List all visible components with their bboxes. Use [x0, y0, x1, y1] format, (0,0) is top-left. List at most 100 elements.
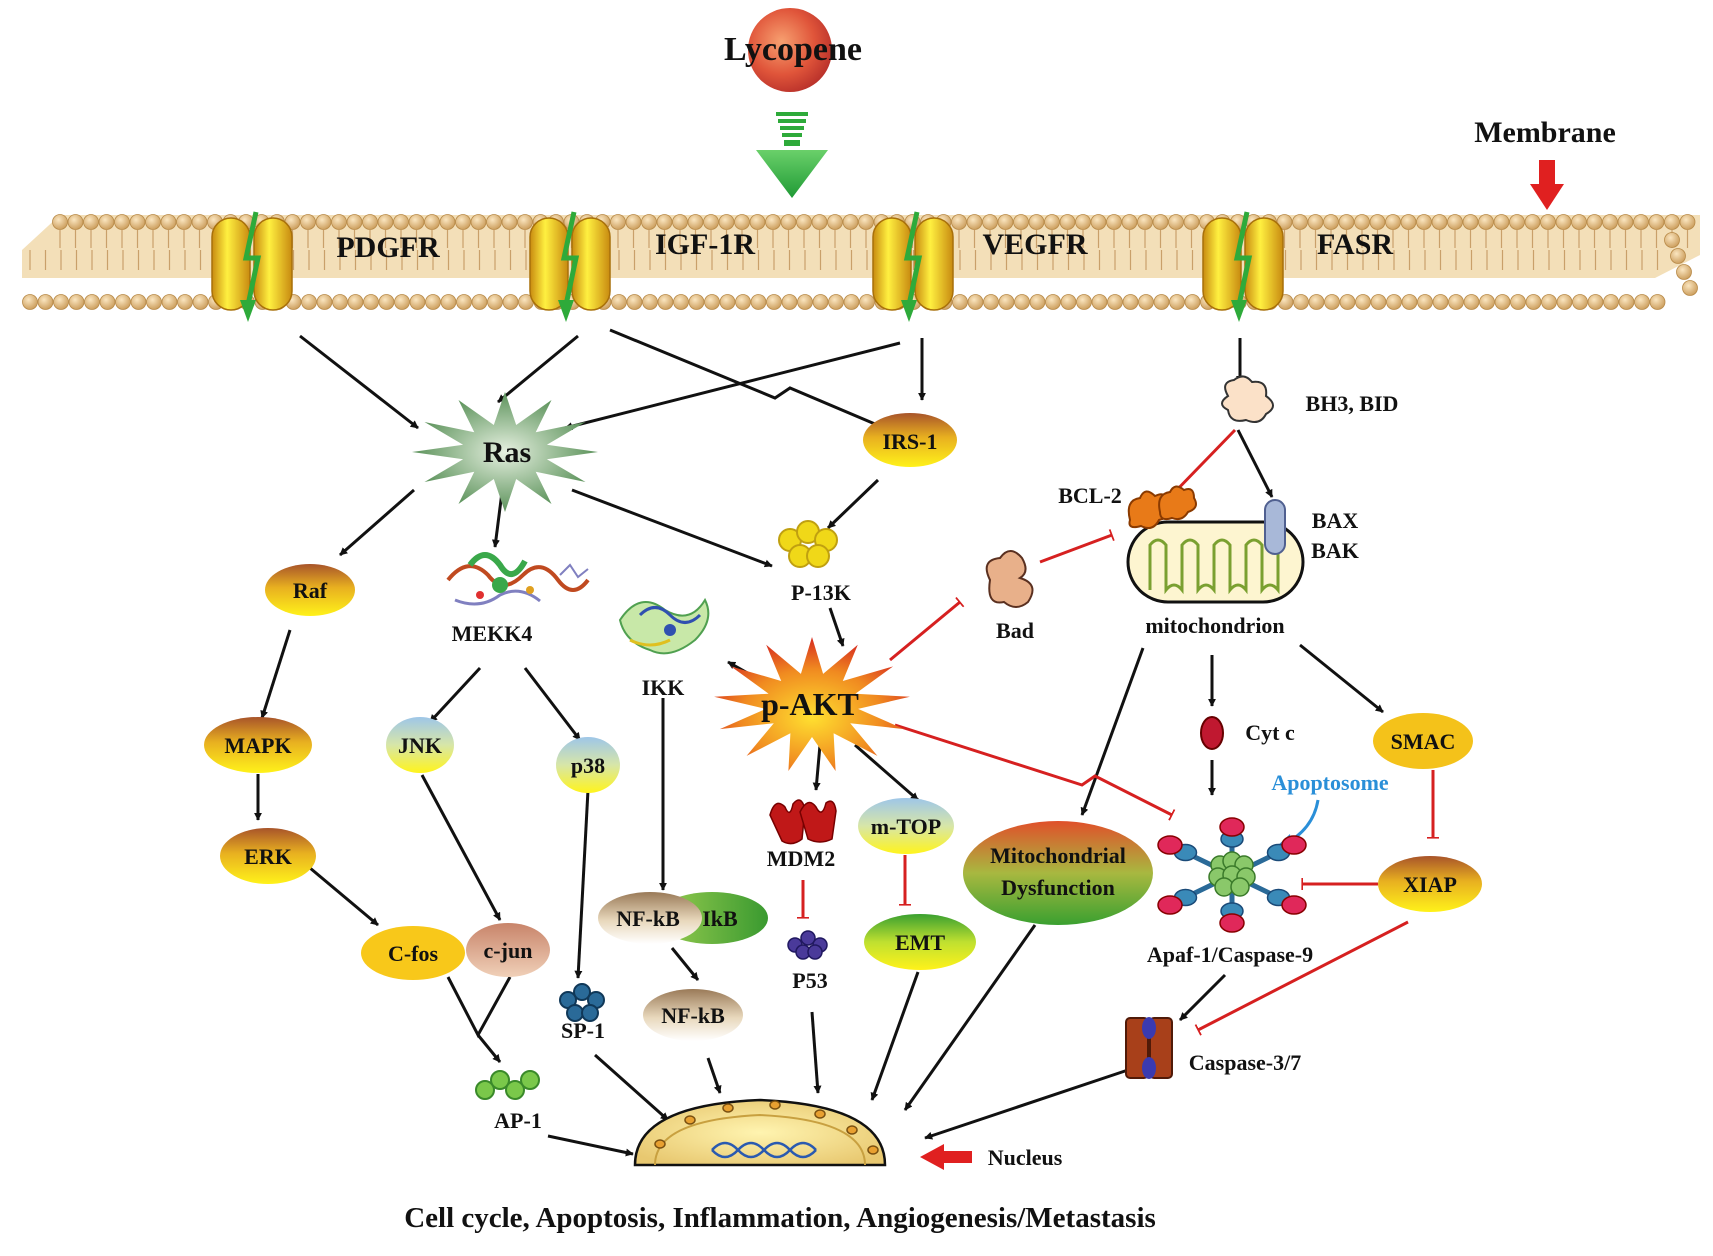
inhibit-pakt-bad [889, 596, 965, 662]
bad-node: Bad [985, 550, 1034, 643]
sp1-cluster-icon [559, 983, 605, 1022]
receptor-channel-icon [872, 211, 954, 322]
cfos-oval [361, 926, 465, 980]
sp1-label: SP-1 [561, 1018, 605, 1043]
bad-label: Bad [996, 618, 1034, 643]
xiap-label: XIAP [1403, 872, 1457, 897]
emt-node: EMT [864, 914, 976, 970]
raf-oval [265, 564, 355, 616]
mekk4-protein-icon [446, 552, 590, 606]
mitodys-oval [963, 821, 1153, 925]
p53-cluster-icon [787, 930, 828, 960]
edge-pdgfr-ras [299, 334, 419, 430]
ras-label: Ras [483, 436, 531, 469]
ikk-node: IKK [618, 597, 710, 700]
receptor-pdgfr: PDGFR [211, 211, 440, 322]
receptor-label: IGF-1R [655, 228, 755, 261]
inhibit-pakt-apaf [894, 723, 1176, 821]
edge-ap1-merge [476, 1034, 502, 1063]
mdm2-protein-icon [769, 799, 837, 845]
edge-p53-nucleus [810, 1011, 822, 1094]
mdm2-label: MDM2 [767, 846, 835, 871]
caspase37-label: Caspase-3/7 [1189, 1050, 1301, 1075]
mtop-label: m-TOP [871, 814, 941, 839]
pi3k-node: P-13K [778, 520, 851, 605]
edge-mitodys-nucleus [903, 924, 1037, 1111]
edge-mito-mitodys [1080, 647, 1145, 816]
edge-caspase-nucleus [924, 1068, 1129, 1140]
edge-bh3-bax [1236, 429, 1274, 498]
edge-apaf-caspase [1178, 973, 1227, 1022]
activation-edges [254, 328, 1384, 1157]
edge-jnk-cjun [420, 774, 502, 921]
edge-erk-cfos [309, 866, 379, 927]
apoptosome-icon [1157, 817, 1307, 933]
nfkb-oval [598, 892, 702, 944]
p38-label: p38 [571, 753, 605, 778]
ikk-label: IKK [642, 675, 685, 700]
nfkb-free-oval [643, 989, 743, 1041]
pi3k-cluster-icon [778, 520, 838, 568]
irs1-oval [863, 413, 957, 467]
cjun-oval [466, 923, 550, 977]
receptor-channel-icon [529, 211, 611, 322]
receptor-label: FASR [1317, 228, 1393, 261]
receptor-channel-icon [1202, 211, 1284, 322]
mapk-oval [204, 717, 312, 773]
inhibit-bad-bcl2 [1039, 529, 1115, 564]
xiap-oval [1378, 856, 1482, 912]
receptor-vegfr: VEGFR [872, 211, 1088, 322]
lycopene-arrow [756, 112, 828, 198]
smac-oval [1373, 713, 1473, 769]
receptor-fasr: FASR [1202, 211, 1393, 322]
edge-ras-mekk4 [491, 491, 504, 548]
edge-vegfr-ras [564, 341, 901, 431]
edge-pakt-mdm2 [812, 744, 822, 791]
jnk-oval [386, 717, 454, 773]
edge-pi3k-pakt [828, 607, 845, 647]
edge-ras-pi3k [571, 488, 773, 568]
raf-label: Raf [293, 578, 328, 603]
edge-fos-jun-ap1 [446, 976, 512, 1039]
ap1-label: AP-1 [494, 1108, 542, 1133]
edge-igf1r-irs1 [609, 328, 909, 440]
caspase37-icon [1125, 1017, 1173, 1079]
mitochondrion-icon [1126, 520, 1305, 604]
apoptosome-label: Apoptosome [1271, 770, 1389, 795]
cytc-icon [1200, 716, 1224, 750]
ikb-label: IkB [702, 906, 738, 931]
caspase37-node: Caspase-3/7 [1125, 1017, 1301, 1079]
lycopene-sphere [748, 8, 832, 92]
inhibit-xiap-caspase [1194, 920, 1409, 1036]
ras-starburst [412, 392, 598, 512]
edge-sp1-nucleus [594, 1053, 669, 1122]
edge-mekk4-p38 [523, 667, 582, 741]
receptor-label: PDGFR [336, 231, 440, 264]
mitochondrion-node: mitochondrion [1126, 485, 1305, 638]
mdm2-node: MDM2 [767, 799, 837, 871]
mitochondrion-label: mitochondrion [1145, 613, 1284, 638]
mtop-oval [858, 798, 954, 854]
cytc-node: Cyt c [1200, 716, 1295, 750]
apaf-label: Apaf-1/Caspase-9 [1147, 942, 1313, 967]
sp1-node: SP-1 [559, 983, 605, 1043]
cytc-label: Cyt c [1245, 720, 1295, 745]
pakt-label: p-AKT [761, 686, 859, 722]
smac-label: SMAC [1391, 729, 1456, 754]
ikk-protein-icon [618, 597, 710, 655]
emt-oval [864, 914, 976, 970]
inhibition-edges [797, 428, 1439, 1036]
pakt-starburst [714, 637, 910, 771]
p38-oval [556, 737, 620, 793]
bh3-label: BH3, BID [1306, 391, 1399, 416]
lycopene-label: Lycopene [724, 31, 862, 68]
receptor-channel-icon [211, 211, 293, 322]
cfos-cjun-node: C-fos c-jun [361, 923, 550, 980]
mapk-label: MAPK [224, 733, 291, 758]
p53-label: P53 [792, 968, 827, 993]
ap1-cluster-icon [475, 1070, 540, 1100]
nfkb-ikb-complex: IkB NF-kB [598, 892, 768, 944]
mekk4-label: MEKK4 [452, 621, 533, 646]
receptor-label: VEGFR [983, 228, 1088, 261]
bcl2-protein-icon [1127, 485, 1197, 529]
